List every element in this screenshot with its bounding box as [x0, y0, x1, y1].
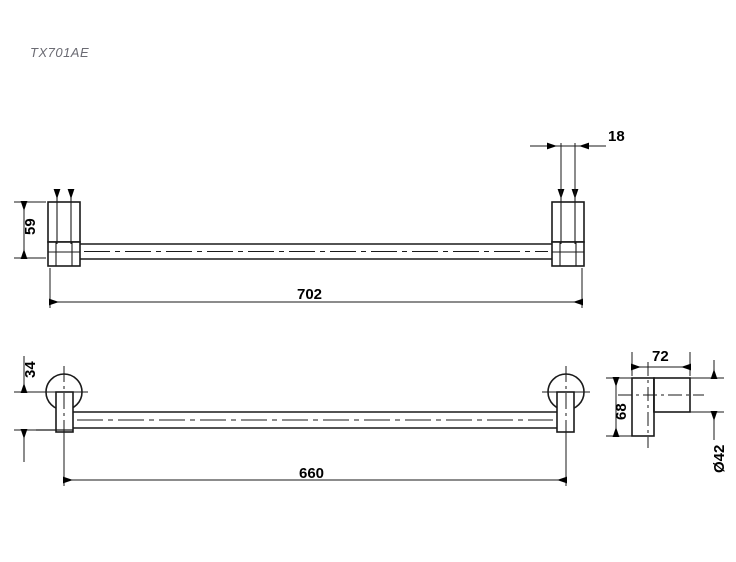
- side-detail-group: [606, 352, 724, 448]
- dim-702-group: [49, 268, 583, 308]
- dim-34-group: [14, 356, 54, 462]
- front-view-group: [14, 142, 606, 308]
- dim-dia42-group: [688, 360, 724, 440]
- dim-label-34: 34: [22, 361, 39, 378]
- front-rail: [80, 243, 552, 260]
- dim-68-group: [606, 377, 634, 437]
- dim-18-group: [530, 142, 606, 200]
- dim-label-660: 660: [299, 465, 325, 482]
- plan-view-group: [14, 356, 590, 486]
- front-right-bracket: [551, 201, 585, 267]
- plan-rail: [36, 411, 557, 431]
- dim-72-group: [631, 352, 691, 376]
- dim-label-59: 59: [22, 218, 39, 235]
- dim-label-68: 68: [613, 403, 630, 420]
- dim-59-group: [14, 201, 46, 259]
- dim-660-group: [63, 434, 567, 486]
- front-left-bracket: [47, 201, 81, 267]
- dim-label-18: 18: [608, 128, 625, 145]
- side-bracket-profile: [631, 377, 691, 437]
- dim-label-702: 702: [297, 286, 323, 303]
- dim-label-dia42: Ø42: [711, 444, 728, 473]
- front-section-arrows: [53, 189, 579, 244]
- dim-label-72: 72: [652, 348, 669, 365]
- side-center-lines: [618, 362, 704, 448]
- page-title: TX701AE: [30, 45, 90, 60]
